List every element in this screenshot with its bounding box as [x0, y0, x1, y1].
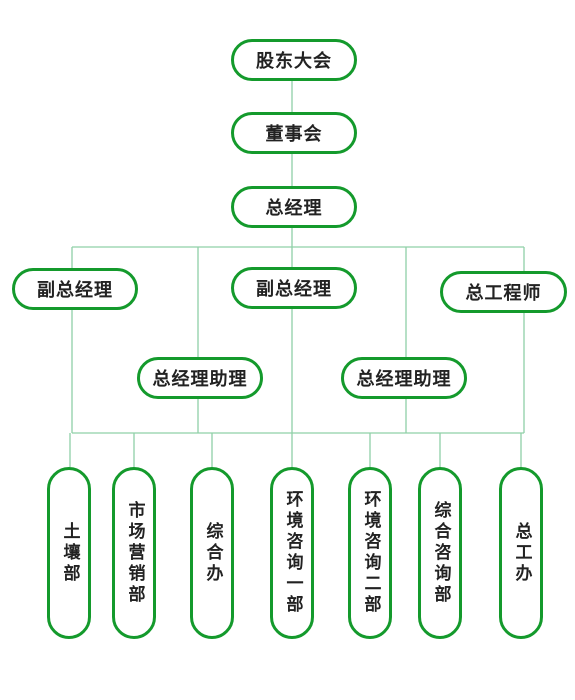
gm-assistant-left-node: 总经理助理	[137, 357, 263, 399]
deputy-gm-center-node: 副总经理	[231, 267, 357, 309]
node-label: 总经理助理	[152, 369, 248, 390]
node-label: 副总经理	[256, 279, 332, 300]
department-comprehensive-consulting: 综合咨询部	[418, 467, 462, 639]
shareholders-meeting-node: 股东大会	[231, 39, 357, 81]
department-label: 环境咨询二部	[360, 490, 381, 616]
department-chief-engineer-office: 总工办	[499, 467, 543, 639]
department-marketing: 市场营销部	[112, 467, 156, 639]
department-label: 土壤部	[59, 521, 80, 585]
department-env-consulting-1: 环境咨询一部	[270, 467, 314, 639]
node-label: 总经理助理	[356, 369, 452, 390]
department-general-office: 综合办	[190, 467, 234, 639]
chief-engineer-node: 总工程师	[440, 271, 567, 313]
deputy-gm-left-node: 副总经理	[12, 268, 138, 310]
department-label: 总工办	[511, 521, 532, 585]
department-label: 环境咨询一部	[282, 490, 303, 616]
board-of-directors-node: 董事会	[231, 112, 357, 154]
node-label: 总工程师	[465, 283, 542, 304]
gm-assistant-right-node: 总经理助理	[341, 357, 467, 399]
department-soil: 土壤部	[47, 467, 91, 639]
node-label: 股东大会	[256, 51, 332, 72]
node-label: 副总经理	[37, 280, 113, 301]
department-label: 市场营销部	[124, 500, 145, 606]
node-label: 总经理	[265, 198, 323, 219]
general-manager-node: 总经理	[231, 186, 357, 228]
department-label: 综合咨询部	[430, 500, 451, 606]
node-label: 董事会	[265, 124, 323, 145]
department-env-consulting-2: 环境咨询二部	[348, 467, 392, 639]
department-label: 综合办	[202, 521, 223, 585]
